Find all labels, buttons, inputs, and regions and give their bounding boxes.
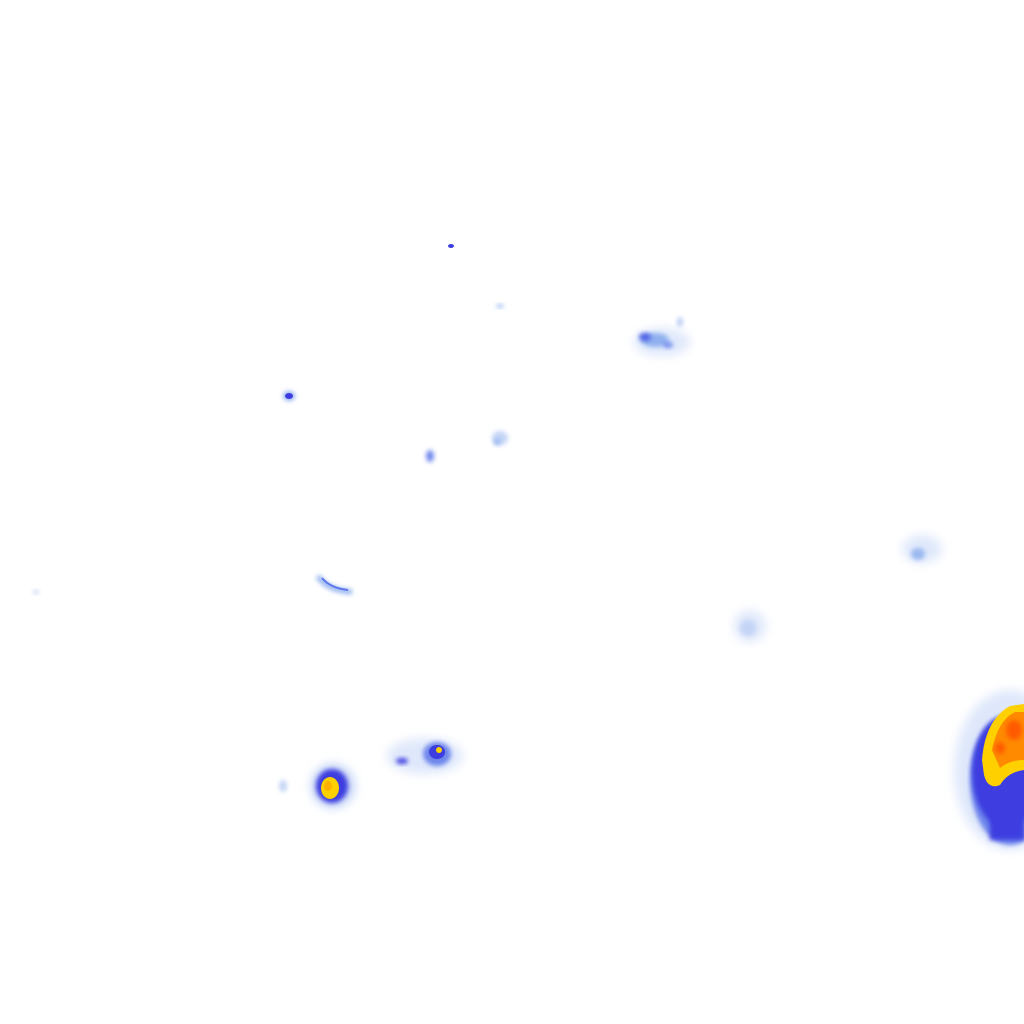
echo-12 [954,690,1024,850]
echo-5 [426,431,508,462]
echo-3 [634,317,690,356]
echo-2 [496,304,504,308]
echo-10 [311,764,355,808]
echo-7 [902,535,942,563]
echo-9 [279,780,287,792]
echo-8 [734,610,766,642]
echo-11 [387,738,463,774]
echo-4 [283,391,295,401]
echo-1 [448,244,454,248]
echo-6 [33,574,353,595]
